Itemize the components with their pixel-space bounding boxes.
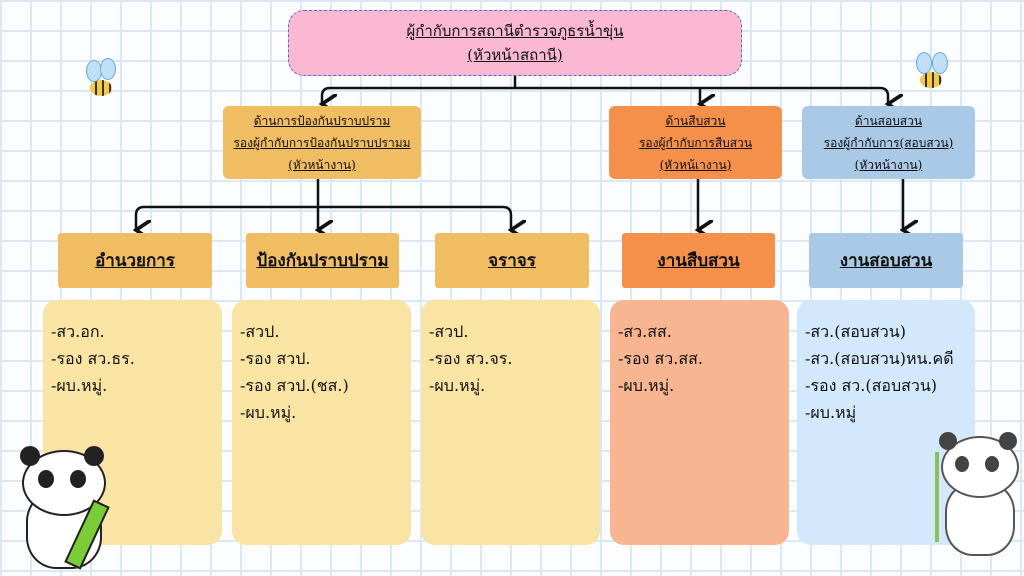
- station-chief-title: ผู้กำกับการสถานีตำรวจภูธรน้ำขุ่น: [406, 22, 624, 40]
- list-item: -ผบ.หมู่.: [429, 376, 486, 395]
- list-item: -สว.(สอบสวน)หน.คดี: [805, 349, 954, 368]
- division-name: ด้านสอบสวน: [854, 113, 923, 128]
- unit-traffic-header: จราจร: [435, 233, 589, 288]
- list-item: -สว.(สอบสวน): [805, 322, 906, 341]
- division-name: ด้านการป้องกันปราบปราม: [253, 113, 391, 128]
- unit-inquiry-header: งานสอบสวน: [809, 233, 963, 288]
- division-investigation-box: ด้านสืบสวน รองผู้กำกับการสืบสวน (หัวหน้เ…: [609, 106, 782, 179]
- unit-investigation-list: -สว.สส. -รอง สว.สส. -ผบ.หมู่.: [610, 300, 789, 545]
- division-role: (หัวหน้างาน): [288, 157, 356, 172]
- list-item: -ผบ.หมู่.: [240, 403, 297, 422]
- list-item: -สว.อก.: [51, 322, 105, 341]
- division-deputy: รองผู้กำกับการป้องกันปราบปรามม: [233, 135, 411, 150]
- list-item: -รอง สว.ธร.: [51, 349, 135, 368]
- list-item: -รอง สว.จร.: [429, 349, 513, 368]
- division-prevention-box: ด้านการป้องกันปราบปราม รองผู้กำกับการป้อ…: [223, 106, 421, 179]
- list-item: -รอง สวป.: [240, 349, 311, 368]
- panda-illustration-left: [18, 446, 110, 570]
- panda-illustration-right: [935, 432, 1021, 557]
- unit-prevention-header: ป้องกันปราบปราม: [246, 233, 399, 288]
- division-role: (หัวหน้เางาน): [659, 157, 732, 172]
- unit-inquiry-list: -สว.(สอบสวน) -สว.(สอบสวน)หน.คดี -รอง สว.…: [797, 300, 975, 545]
- unit-admin-header: อำนวยการ: [58, 233, 212, 288]
- list-item: -รอง สว.สส.: [618, 349, 703, 368]
- division-inquiry-box: ด้านสอบสวน รองผู้กำกับการ(สอบสวน) (หัวหน…: [802, 106, 975, 179]
- list-item: -รอง สว.(สอบสวน): [805, 376, 938, 395]
- unit-traffic-list: -สวป. -รอง สว.จร. -ผบ.หมู่.: [421, 300, 600, 545]
- division-role: (หัวหน้างาน): [854, 157, 923, 172]
- list-item: -ผบ.หมู่.: [51, 376, 108, 395]
- unit-investigation-header: งานสืบสวน: [622, 233, 775, 288]
- bee-illustration-left: [82, 58, 122, 98]
- list-item: -สว.สส.: [618, 322, 672, 341]
- division-deputy: รองผู้กำกับการสืบสวน: [638, 135, 753, 150]
- list-item: -รอง สวป.(ชส.): [240, 376, 349, 395]
- division-name: ด้านสืบสวน: [665, 113, 726, 128]
- list-item: -สวป.: [429, 322, 469, 341]
- station-chief-box: ผู้กำกับการสถานีตำรวจภูธรน้ำขุ่น (หัวหน้…: [288, 10, 742, 76]
- unit-prevention-list: -สวป. -รอง สวป. -รอง สวป.(ชส.) -ผบ.หมู่.: [232, 300, 411, 545]
- list-item: -ผบ.หมู่: [805, 403, 857, 422]
- bee-illustration-right: [912, 52, 952, 92]
- division-deputy: รองผู้กำกับการ(สอบสวน): [823, 135, 954, 150]
- list-item: -สวป.: [240, 322, 280, 341]
- list-item: -ผบ.หมู่.: [618, 376, 675, 395]
- station-chief-subtitle: (หัวหน้าสถานี): [467, 46, 563, 64]
